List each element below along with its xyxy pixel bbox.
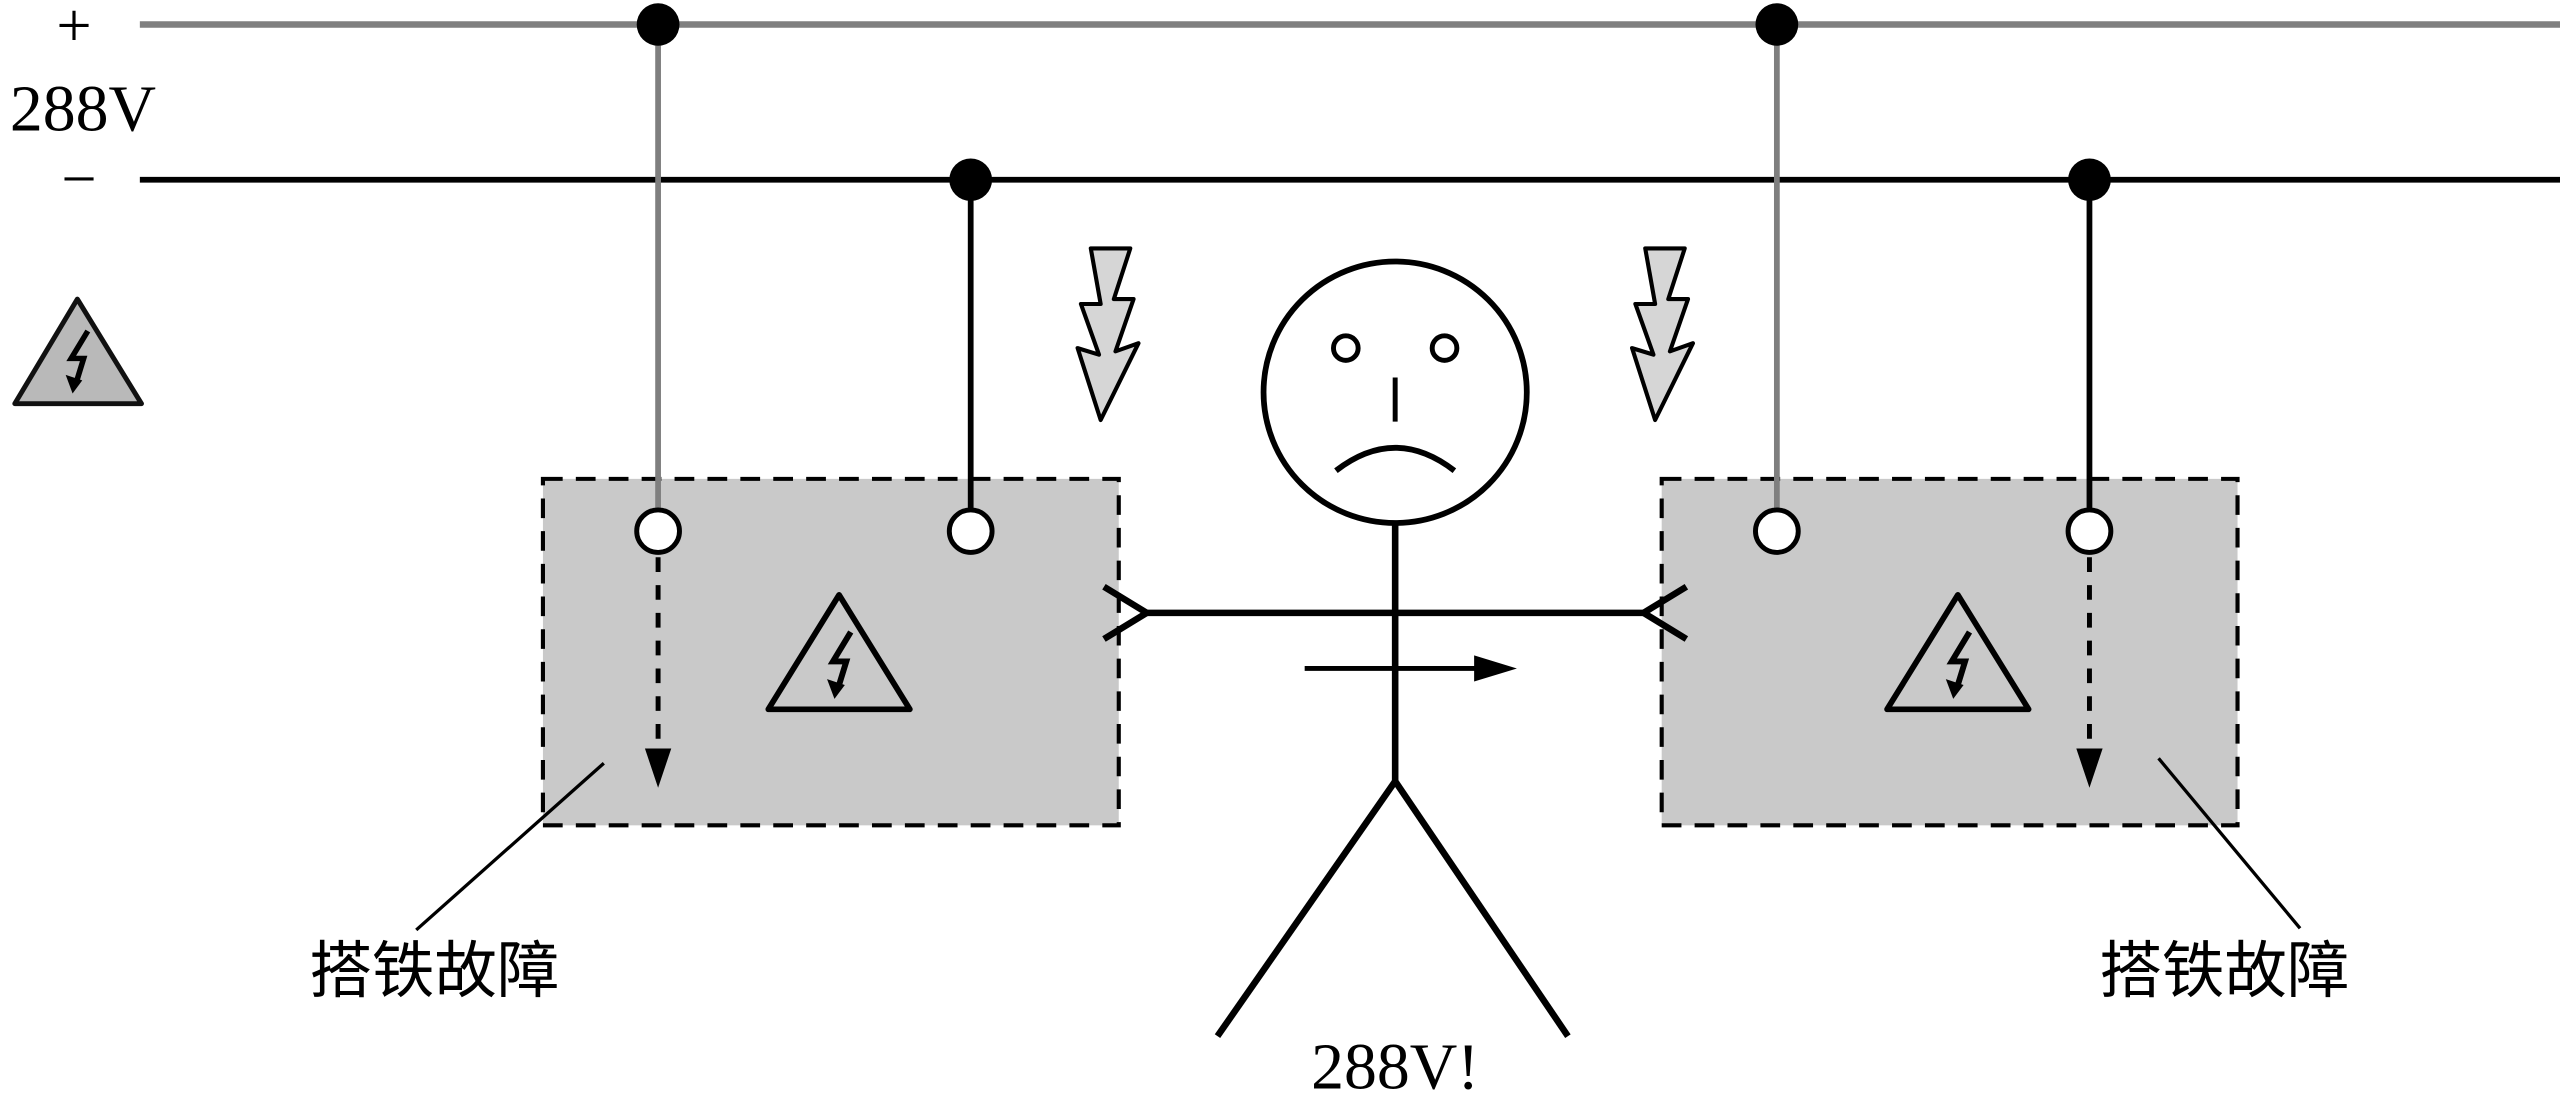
bus-voltage-label: 288V: [10, 74, 156, 146]
fault-current-arrow-right: [2076, 557, 2103, 788]
junction-node: [949, 158, 993, 202]
high-voltage-warning-icon: [12, 296, 144, 407]
fault-terminal: [634, 507, 682, 555]
shock-voltage-label: 288V!: [1311, 1032, 1479, 1095]
shock-arrow-icon-right: [1630, 246, 1696, 423]
fault-current-arrow-left: [644, 557, 672, 788]
person-leg-left: [1214, 779, 1398, 1039]
body-current-arrow: [1304, 655, 1517, 682]
junction-node: [2068, 158, 2111, 202]
shock-arrow-icon-left: [1075, 246, 1141, 423]
arm-arrowhead-right: [1637, 583, 1689, 642]
person-frown-mouth: [1334, 444, 1457, 473]
fault-box-right: [1659, 476, 2240, 828]
fault-label-left: 搭铁故障: [309, 937, 559, 1006]
person-eye-left: [1331, 333, 1361, 363]
arm-arrowhead-left: [1102, 583, 1154, 642]
junction-node: [1755, 3, 1799, 46]
positive-bus-label: +: [56, 0, 91, 60]
fault-terminal: [2065, 507, 2114, 555]
label-leader-line-left: [415, 762, 605, 932]
negative-bus-label: −: [61, 145, 96, 214]
shocked-person-figure: [1102, 258, 1689, 1039]
person-eye-right: [1429, 333, 1460, 363]
fault-terminal: [946, 507, 995, 555]
fault-warning-icon-left: [765, 592, 913, 713]
fault-warning-icon-right: [1884, 592, 2032, 713]
fault-label-right: 搭铁故障: [2099, 937, 2349, 1006]
junction-node: [636, 3, 680, 46]
fault-box-left: [540, 476, 1121, 828]
person-leg-right: [1392, 779, 1571, 1038]
label-leader-line-right: [2157, 757, 2302, 930]
fault-terminal: [1753, 507, 1801, 555]
